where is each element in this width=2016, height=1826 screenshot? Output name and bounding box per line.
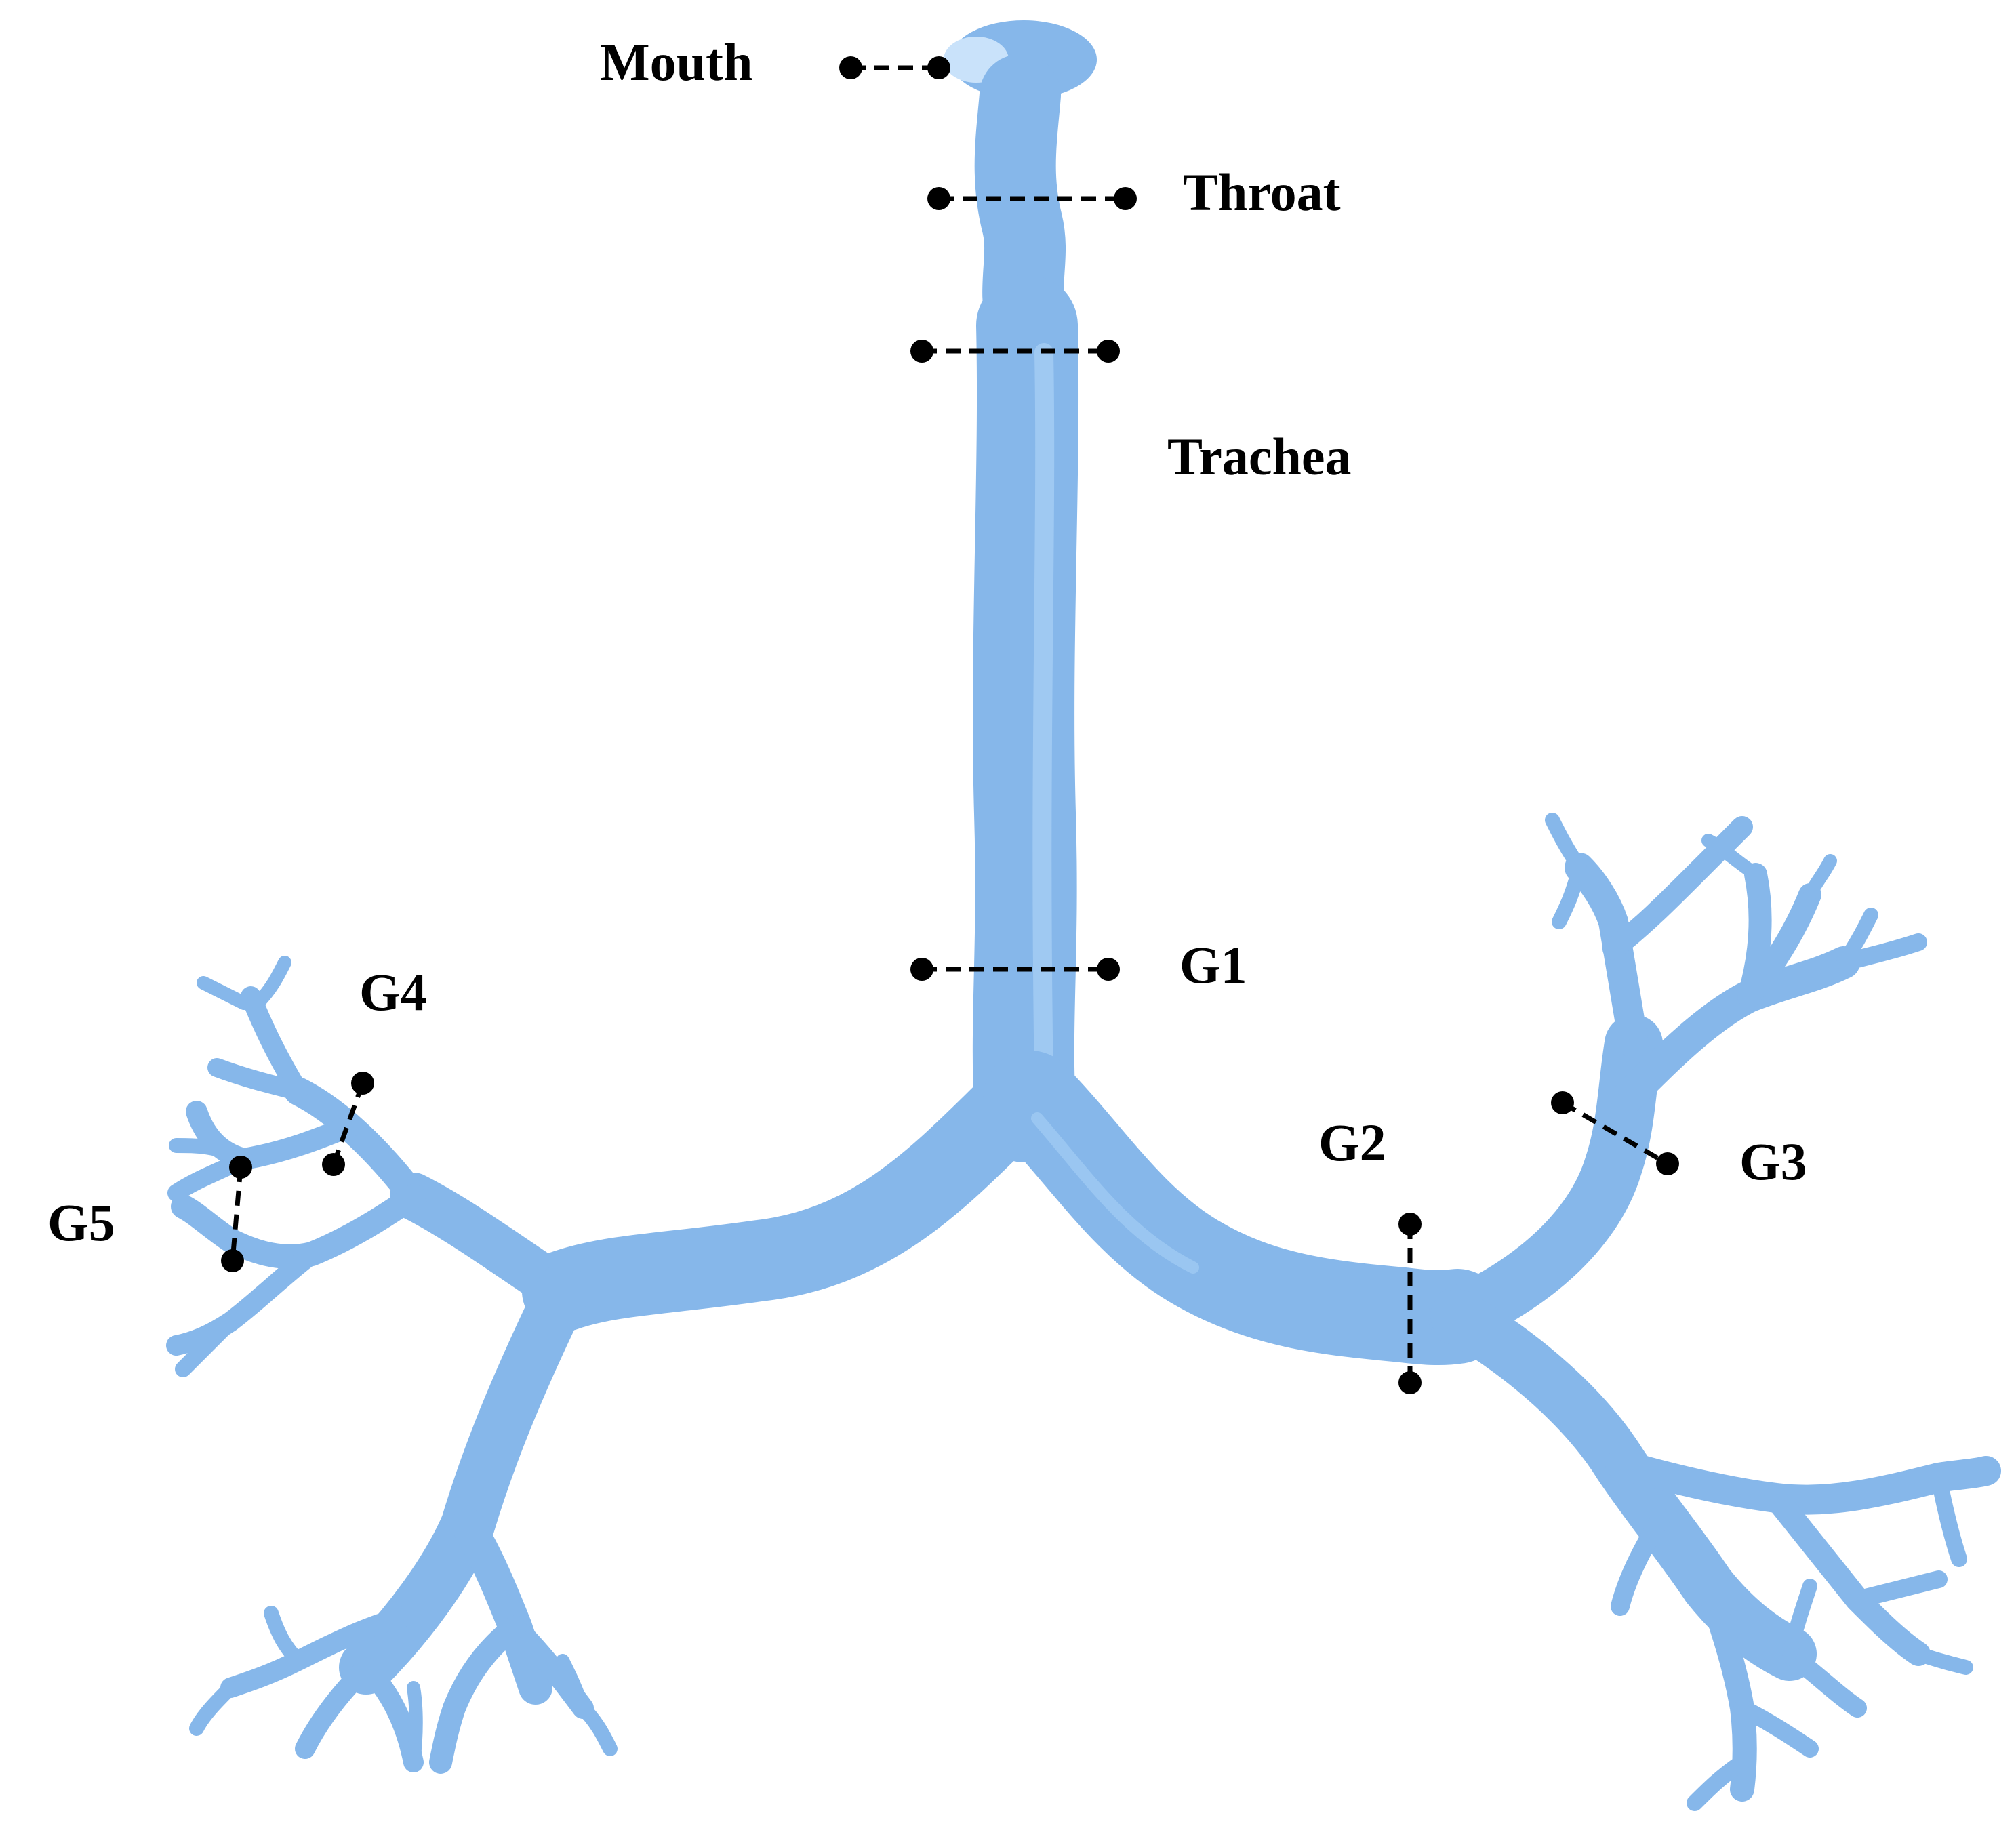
mouth-marker (839, 56, 950, 79)
right-twig-8 (1552, 860, 1587, 929)
label-g4: G4 (359, 962, 427, 1021)
right-twig-6 (1836, 908, 1878, 970)
labels: Mouth Throat Trachea G1 G2 G3 G4 G5 (47, 33, 1807, 1252)
left-twig-22 (556, 1654, 590, 1715)
right-lower-branch (1430, 1289, 1817, 1681)
right-twig-11 (1701, 834, 1762, 881)
airway-model (166, 20, 2001, 1811)
left-twig-6 (171, 1184, 426, 1269)
left-twig-1 (284, 1077, 428, 1211)
label-g3: G3 (1739, 1132, 1807, 1191)
left-twig-14 (429, 1615, 527, 1774)
measurement-markers (221, 56, 1679, 1394)
left-twig-9 (169, 1138, 251, 1166)
right-twig-17 (1733, 1699, 1819, 1758)
left-twig-19 (189, 1680, 238, 1736)
trachea-marker (910, 340, 1120, 363)
right-twig-18 (1687, 1754, 1750, 1811)
left-twig-11 (197, 976, 251, 1010)
right-bronchial-tree (983, 813, 2001, 1811)
g1-marker (910, 958, 1120, 981)
right-main-bronchus (983, 1051, 1505, 1366)
label-throat: Throat (1183, 163, 1341, 222)
left-bronchial-tree (166, 956, 1061, 1774)
right-twig-4 (1737, 863, 1772, 1008)
right-twig-21 (1911, 1646, 1973, 1675)
left-twig-3 (207, 1058, 308, 1101)
left-twig-21 (576, 1701, 618, 1756)
left-twig-10 (251, 956, 291, 1010)
upper-airway (944, 20, 1097, 1162)
right-twig-15 (1931, 1469, 1967, 1567)
right-twig-9 (1545, 813, 1587, 875)
label-g5: G5 (47, 1193, 115, 1252)
right-twig-7 (1602, 816, 1753, 960)
left-twig-16 (295, 1657, 376, 1759)
throat-marker (927, 187, 1137, 210)
right-upper-branch (1428, 1015, 1663, 1345)
carina-highlight (1031, 1112, 1199, 1274)
left-twig-20 (407, 1681, 423, 1769)
left-main-bronchus (522, 1057, 1061, 1332)
g2-marker (1398, 1213, 1422, 1394)
label-mouth: Mouth (600, 33, 752, 92)
right-twig-19 (1780, 1644, 1867, 1718)
right-twig-12 (1605, 1449, 2001, 1515)
g4-marker (322, 1072, 374, 1176)
right-twig-1 (1565, 853, 1649, 1059)
trachea-segment (972, 275, 1079, 1162)
g3-marker (1551, 1091, 1679, 1175)
label-g1: G1 (1180, 935, 1247, 994)
label-g2: G2 (1318, 1113, 1386, 1172)
right-twig-20 (1782, 1579, 1817, 1661)
label-trachea: Trachea (1167, 427, 1351, 486)
left-twig-18 (264, 1606, 306, 1668)
left-twig-7 (166, 1244, 322, 1356)
left-twig-8 (175, 1314, 239, 1377)
trachea-highlight (1032, 343, 1055, 1094)
right-twig-10 (1803, 854, 1837, 901)
g5-marker (221, 1156, 252, 1272)
right-twig-22 (1611, 1509, 1670, 1616)
left-twig-15 (356, 1657, 424, 1772)
right-twig-14 (1849, 1570, 1948, 1608)
